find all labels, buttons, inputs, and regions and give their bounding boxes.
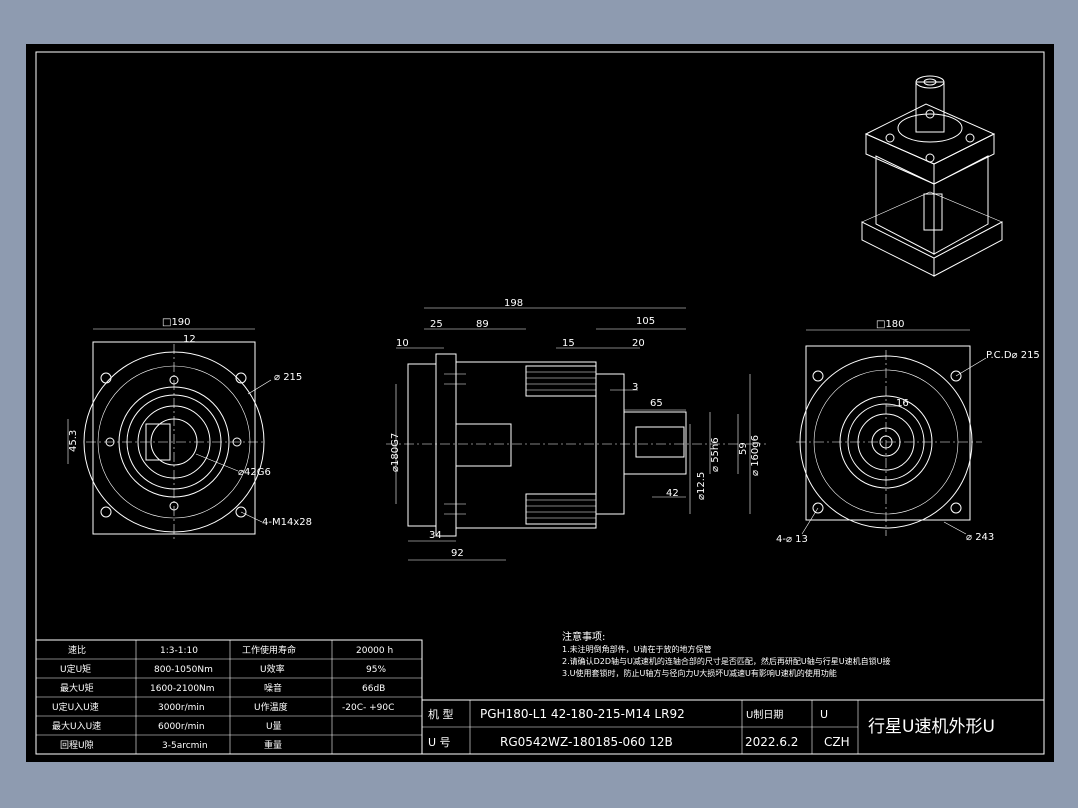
spec-r3-c3: -20C- +90C bbox=[342, 703, 394, 713]
side-dia160-dim: ⌀ 160g6 bbox=[750, 435, 761, 476]
spec-r2-c3: 66dB bbox=[362, 684, 385, 694]
spec-r3-c0: U定U入U速 bbox=[52, 701, 99, 713]
spec-r2-c0: 最大U矩 bbox=[60, 682, 94, 694]
spec-r0-c3: 20000 h bbox=[356, 646, 393, 656]
note-line-2: 2.请确认D2D轴与U减速机的连轴合部的尺寸是否匹配，然后再研配U轴与行星U速机… bbox=[562, 656, 890, 666]
front-holes-dim: 4-M14x28 bbox=[262, 517, 312, 528]
notes-title: 注意事项: bbox=[562, 630, 605, 643]
side-d105-dim: 105 bbox=[636, 316, 655, 327]
spec-r4-c0: 最大U入U速 bbox=[52, 720, 101, 732]
side-view bbox=[386, 307, 766, 561]
front-view bbox=[67, 328, 272, 540]
rear-view bbox=[796, 329, 987, 536]
rear-holes-dim: 4-⌀ 13 bbox=[776, 534, 808, 545]
rear-dia243-dim: ⌀ 243 bbox=[966, 532, 994, 543]
spec-r1-c0: U定U矩 bbox=[60, 663, 91, 675]
spec-r0-c1: 1:3-1:10 bbox=[160, 646, 198, 656]
code-label: U 号 bbox=[428, 736, 451, 749]
drawing-sheet: □190 12 ⌀ 215 45.3 ⌀42G6 4-M14x28 bbox=[26, 44, 1054, 762]
side-d34-dim: 34 bbox=[429, 530, 442, 541]
title-block bbox=[421, 699, 1045, 755]
drawing-title: 行星U速机外形U bbox=[868, 717, 995, 737]
spec-r1-c2: U效率 bbox=[260, 663, 285, 675]
side-d92-dim: 92 bbox=[451, 548, 464, 559]
date-label: U制日期 bbox=[746, 708, 783, 721]
spec-r5-c2: 重量 bbox=[264, 739, 282, 751]
side-d89-dim: 89 bbox=[476, 319, 489, 330]
front-bore-dim: ⌀42G6 bbox=[238, 467, 271, 478]
side-d10-dim: 10 bbox=[396, 338, 409, 349]
technical-drawing: □190 12 ⌀ 215 45.3 ⌀42G6 4-M14x28 bbox=[35, 51, 1045, 755]
note-line-3: 3.U使用套锁时，防止U轴方与径向力U大损坏U减速U有影响U速机的使用功能 bbox=[562, 668, 837, 678]
side-d15-dim: 15 bbox=[562, 338, 575, 349]
front-offset-dim: 45.3 bbox=[68, 430, 79, 452]
side-d42-dim: 42 bbox=[666, 488, 679, 499]
spec-r4-c1: 6000r/min bbox=[158, 722, 205, 732]
front-pcd-dim: ⌀ 215 bbox=[274, 372, 302, 383]
code-value: RG0542WZ-180185-060 12B bbox=[500, 735, 673, 749]
rear-pcd-dim: P.C.D⌀ 215 bbox=[986, 350, 1040, 361]
spec-r3-c2: U作温度 bbox=[254, 701, 288, 713]
side-d65-dim: 65 bbox=[650, 398, 663, 409]
front-key-dim: 12 bbox=[183, 334, 196, 345]
side-dia180-dim: ⌀180G7 bbox=[390, 433, 401, 472]
side-dia55-dim: ⌀ 55h6 bbox=[710, 437, 721, 472]
spec-r2-c1: 1600-2100Nm bbox=[150, 684, 215, 694]
author-label: U bbox=[820, 708, 828, 721]
model-value: PGH180-L1 42-180-215-M14 LR92 bbox=[480, 707, 685, 721]
front-square-dim: □190 bbox=[162, 317, 191, 328]
date-value: 2022.6.2 bbox=[745, 735, 798, 749]
spec-r1-c1: 800-1050Nm bbox=[154, 665, 213, 675]
note-line-1: 1.未注明倒角部件，U请在于放的地方保管 bbox=[562, 644, 712, 654]
spec-r4-c2: U量 bbox=[266, 721, 282, 732]
side-d59-dim: 59 bbox=[738, 442, 749, 455]
spec-r0-c2: 工作使用寿命 bbox=[242, 644, 296, 656]
isometric-view bbox=[861, 75, 1003, 277]
spec-r5-c1: 3-5arcmin bbox=[162, 741, 208, 751]
side-d20-dim: 20 bbox=[632, 338, 645, 349]
side-overall-dim: 198 bbox=[504, 298, 523, 309]
spec-r1-c3: 95% bbox=[366, 665, 386, 675]
spec-r5-c0: 回程U隙 bbox=[60, 739, 94, 751]
model-label: 机 型 bbox=[428, 707, 454, 721]
side-d25-dim: 25 bbox=[430, 319, 443, 330]
rear-square-dim: □180 bbox=[876, 319, 905, 330]
side-dia125-dim: ⌀12.5 bbox=[696, 472, 707, 500]
author-value: CZH bbox=[824, 735, 850, 749]
side-d3-dim: 3 bbox=[632, 382, 638, 393]
spec-table bbox=[35, 639, 423, 755]
rear-d16-dim: 16 bbox=[896, 398, 909, 409]
spec-r3-c1: 3000r/min bbox=[158, 703, 205, 713]
spec-r0-c0: 速比 bbox=[68, 644, 86, 656]
spec-r2-c2: 噪音 bbox=[264, 682, 282, 694]
